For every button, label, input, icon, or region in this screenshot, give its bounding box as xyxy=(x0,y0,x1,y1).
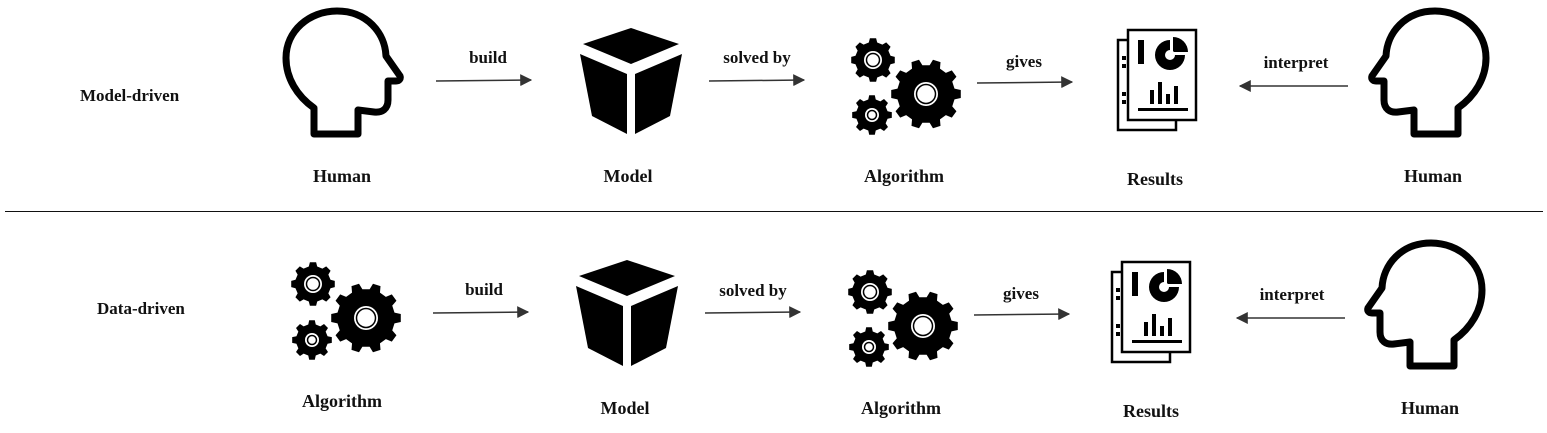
report-icon xyxy=(1110,260,1192,364)
arrow-gives xyxy=(973,308,1071,321)
arrow-solved-by xyxy=(708,74,806,87)
gear-hole-ring xyxy=(912,315,934,337)
human-head-icon xyxy=(282,7,404,138)
cube-icon xyxy=(580,28,682,134)
edge-label-interpret: interpret xyxy=(1259,285,1325,304)
node-label-algorithm: Algorithm xyxy=(861,398,941,418)
edge-label-solved-by: solved by xyxy=(719,281,787,300)
row-divider xyxy=(5,211,1543,212)
gear-hole-ring xyxy=(305,276,321,292)
gear-hole-ring xyxy=(866,109,878,121)
node-label-algorithm: Algorithm xyxy=(864,166,944,186)
cube-icon xyxy=(576,260,678,366)
report-icon xyxy=(1116,28,1198,132)
node-label-model: Model xyxy=(603,166,653,186)
gears-icon xyxy=(851,38,961,135)
node-label-results: Results xyxy=(1122,401,1179,421)
human-head-icon xyxy=(1368,7,1490,138)
arrow-build xyxy=(432,306,530,319)
gear-hole xyxy=(354,306,378,330)
gear-hole-ring xyxy=(306,334,318,346)
gear-hole xyxy=(911,314,935,338)
node-label-human: Human xyxy=(1400,398,1460,418)
edge-label-solved-by: solved by xyxy=(723,48,791,67)
node-label-human: Human xyxy=(312,166,372,186)
edge-label-build: build xyxy=(469,48,507,67)
gear-hole xyxy=(914,82,938,106)
gear-hole-ring xyxy=(915,83,937,105)
gear-hole-ring xyxy=(865,52,881,68)
node-label-model: Model xyxy=(600,398,650,418)
row-title-model-driven: Model-driven xyxy=(80,86,180,105)
gear-hole-ring xyxy=(863,341,875,353)
node-label-human: Human xyxy=(1403,166,1463,186)
arrow-gives xyxy=(976,76,1074,89)
arrow-build xyxy=(435,74,533,87)
human-head-icon xyxy=(1364,239,1486,370)
edge-label-gives: gives xyxy=(1003,284,1039,303)
edge-label-interpret: interpret xyxy=(1263,53,1329,72)
node-label-results: Results xyxy=(1126,169,1183,189)
gear-hole-ring xyxy=(355,307,377,329)
row-title-data-driven: Data-driven xyxy=(97,299,185,318)
gears-icon xyxy=(291,262,401,360)
node-label-algorithm: Algorithm xyxy=(302,391,382,411)
gears-icon xyxy=(848,270,958,367)
edge-label-build: build xyxy=(465,280,503,299)
gear-hole-ring xyxy=(862,284,878,300)
arrow-solved-by xyxy=(704,306,802,319)
edge-label-gives: gives xyxy=(1006,52,1042,71)
